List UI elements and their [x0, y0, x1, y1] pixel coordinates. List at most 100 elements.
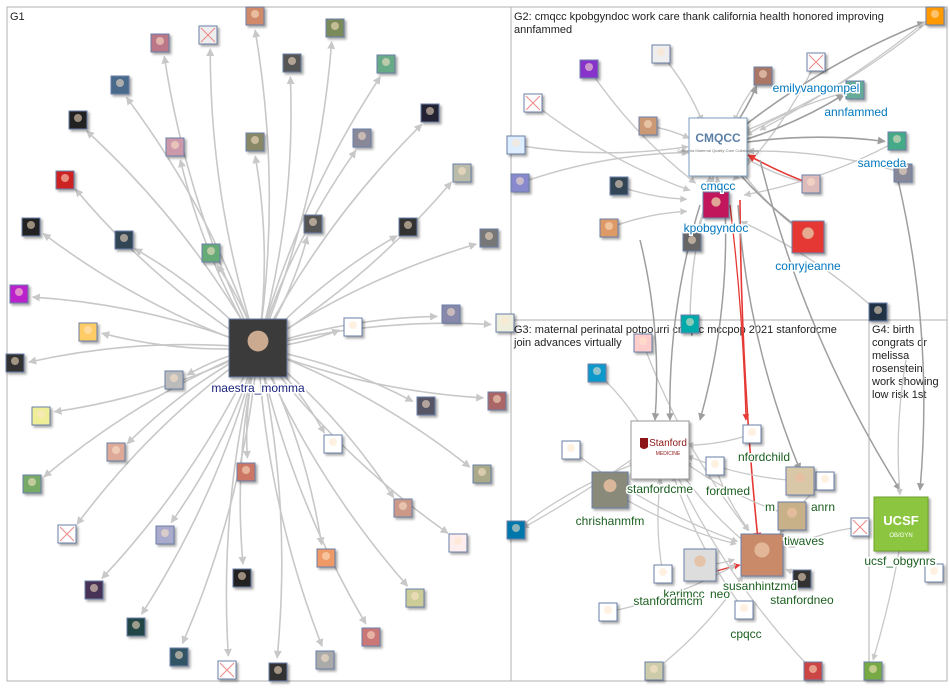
g1-node-avatar[interactable]	[166, 138, 184, 156]
g2-node-avatar[interactable]	[869, 303, 887, 321]
g1-node-avatar[interactable]	[488, 392, 506, 410]
g2-node-avatar[interactable]	[524, 94, 542, 112]
g1-node-avatar[interactable]	[324, 435, 342, 453]
g3-node-avatar[interactable]	[634, 334, 652, 352]
label-cmqcc[interactable]: cmqcc	[701, 179, 736, 193]
g3-node-avatar[interactable]	[735, 601, 753, 619]
g1-node-avatar[interactable]	[165, 371, 183, 389]
g2-node-avatar[interactable]	[807, 53, 825, 71]
g3-node-avatar[interactable]	[645, 662, 663, 680]
g2-node-avatar[interactable]	[754, 67, 772, 85]
node-chrishanmfm[interactable]	[592, 472, 628, 508]
g2-node-avatar[interactable]	[802, 175, 820, 193]
label-samceda[interactable]: samceda	[858, 156, 907, 170]
node-kpobgyndoc[interactable]	[703, 192, 729, 218]
g3-node-avatar[interactable]	[507, 521, 525, 539]
g1-node-avatar[interactable]	[237, 463, 255, 481]
g1-node-avatar[interactable]	[202, 244, 220, 262]
g3-node-avatar[interactable]	[588, 364, 606, 382]
g1-node-avatar[interactable]	[246, 7, 264, 25]
g3-node-avatar[interactable]	[804, 662, 822, 680]
g1-node-avatar[interactable]	[406, 589, 424, 607]
g2-node-avatar[interactable]	[511, 174, 529, 192]
g1-node-avatar[interactable]	[453, 164, 471, 182]
g1-node-avatar[interactable]	[317, 549, 335, 567]
g1-node-avatar[interactable]	[417, 397, 435, 415]
g3-node-avatar[interactable]	[599, 603, 617, 621]
node-susanhintzmd[interactable]	[741, 534, 783, 576]
g2-node-avatar[interactable]	[683, 233, 701, 251]
g1-node-avatar[interactable]	[473, 465, 491, 483]
g3-node-avatar[interactable]	[706, 457, 724, 475]
label-conryjeanne[interactable]: conryjeanne	[775, 259, 841, 273]
g1-node-avatar[interactable]	[170, 648, 188, 666]
g1-node-avatar[interactable]	[115, 231, 133, 249]
label-annfammed[interactable]: annfammed	[824, 105, 887, 119]
g1-node-avatar[interactable]	[449, 534, 467, 552]
g1-node-avatar[interactable]	[480, 229, 498, 247]
g1-node-avatar[interactable]	[394, 499, 412, 517]
g3-node-avatar[interactable]	[816, 472, 834, 490]
node-ucsf-logo[interactable]: UCSF OB/GYN	[874, 497, 928, 551]
g1-node-avatar[interactable]	[246, 133, 264, 151]
g1-node-avatar[interactable]	[151, 34, 169, 52]
label-stanfordmcm[interactable]: stanfordmcm	[633, 594, 702, 608]
label-maestra-momma[interactable]: maestra_momma	[211, 381, 305, 395]
label-cpqcc[interactable]: cpqcc	[730, 627, 761, 641]
g2-node-avatar[interactable]	[681, 315, 699, 333]
g1-node-avatar[interactable]	[218, 661, 236, 679]
g1-node-avatar[interactable]	[269, 663, 287, 681]
g1-node-avatar[interactable]	[496, 314, 514, 332]
g1-node-avatar[interactable]	[69, 111, 87, 129]
node-stanfordcme-logo[interactable]: Stanford MEDICINE	[631, 421, 689, 479]
label-stanfordcme[interactable]: stanfordcme	[627, 482, 693, 496]
g1-node-avatar[interactable]	[32, 407, 50, 425]
g1-node-avatar[interactable]	[6, 354, 24, 372]
node-cmqcc-logo[interactable]: CMQCC California Maternal Quality Care C…	[677, 118, 759, 176]
label-mnanrn-part1[interactable]: m	[765, 500, 775, 514]
label-kpobgyndoc[interactable]: kpobgyndoc	[684, 221, 749, 235]
g3-node-avatar[interactable]	[743, 425, 761, 443]
g1-node-avatar[interactable]	[85, 581, 103, 599]
label-emilyvangompel[interactable]: emilyvangompel	[773, 81, 860, 95]
g2-node-avatar[interactable]	[600, 219, 618, 237]
label-stanfordneo[interactable]: stanfordneo	[770, 593, 834, 607]
g1-node-avatar[interactable]	[233, 569, 251, 587]
label-ucsf-obgynrs[interactable]: ucsf_obgynrs	[864, 554, 935, 568]
g1-node-avatar[interactable]	[199, 26, 217, 44]
node-mnanrn[interactable]	[786, 467, 814, 495]
g2-node-avatar[interactable]	[580, 60, 598, 78]
g1-node-avatar[interactable]	[10, 285, 28, 303]
node-conryjeanne[interactable]	[792, 221, 824, 253]
g1-node-avatar[interactable]	[111, 76, 129, 94]
g1-node-avatar[interactable]	[399, 218, 417, 236]
label-chrishanmfm[interactable]: chrishanmfm	[576, 514, 645, 528]
g1-node-avatar[interactable]	[79, 323, 97, 341]
g3-node-avatar[interactable]	[562, 441, 580, 459]
label-mnanrn-part2[interactable]: anrn	[811, 500, 835, 514]
g2-node-avatar[interactable]	[926, 7, 944, 25]
node-karimcc[interactable]	[684, 549, 716, 581]
g2-node-avatar[interactable]	[507, 136, 525, 154]
g1-node-avatar[interactable]	[23, 475, 41, 493]
g1-node-avatar[interactable]	[377, 55, 395, 73]
label-susanhintzmd[interactable]: susanhintzmd	[723, 579, 797, 593]
node-tiwaves[interactable]	[778, 502, 806, 530]
g1-node-avatar[interactable]	[344, 318, 362, 336]
g2-node-avatar[interactable]	[888, 132, 906, 150]
g4-node-avatar[interactable]	[864, 662, 882, 680]
g1-node-avatar[interactable]	[107, 443, 125, 461]
g1-node-avatar[interactable]	[56, 171, 74, 189]
label-stanfordchild[interactable]: nfordchild	[738, 450, 790, 464]
g1-node-avatar[interactable]	[22, 218, 40, 236]
g1-node-avatar[interactable]	[353, 129, 371, 147]
g1-node-avatar[interactable]	[442, 305, 460, 323]
g1-node-avatar[interactable]	[156, 526, 174, 544]
g1-node-avatar[interactable]	[316, 651, 334, 669]
g1-node-avatar[interactable]	[127, 618, 145, 636]
g3-node-avatar[interactable]	[851, 518, 869, 536]
g1-node-avatar[interactable]	[283, 54, 301, 72]
g3-node-avatar[interactable]	[654, 565, 672, 583]
g2-node-avatar[interactable]	[639, 117, 657, 135]
label-tiwaves[interactable]: tiwaves	[784, 534, 824, 548]
